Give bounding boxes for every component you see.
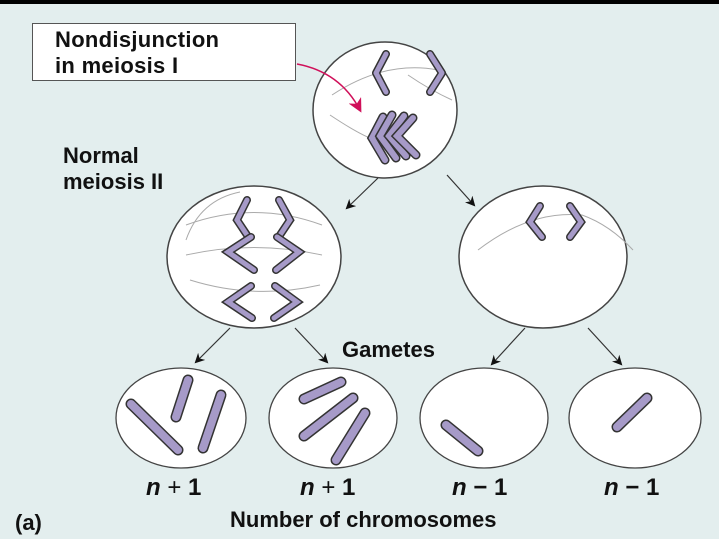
gamete-cell-3 (419, 367, 549, 469)
count-num: 1 (646, 474, 660, 501)
nondisjunction-label-box: Nondisjunction in meiosis I (32, 23, 296, 81)
count-op: + (167, 474, 182, 501)
top-border (0, 0, 719, 4)
normal-line-1: Normal (63, 143, 139, 168)
gamete-cell-2 (268, 367, 398, 469)
count-num: 1 (494, 474, 508, 501)
chromosome-pair (525, 202, 586, 241)
figure-label: (a) (15, 510, 42, 535)
count-op: + (321, 474, 336, 501)
normal-line-2: meiosis II (63, 169, 164, 194)
gamete-count-1: n + 1 (146, 474, 201, 502)
count-var: n (452, 474, 467, 501)
arrow-icon (194, 327, 231, 364)
count-var: n (604, 474, 619, 501)
count-num: 1 (342, 474, 356, 501)
meiosis-II-left-cell (166, 185, 342, 329)
gametes-label: Gametes (342, 337, 435, 362)
arrow-icon (587, 327, 623, 366)
gamete-count-4: n − 1 (604, 474, 659, 502)
arrow-icon (446, 174, 476, 207)
chromosome-number-label: Number of chromosomes (230, 507, 497, 532)
nondisjoined-chromosomes (366, 110, 421, 165)
arrow-icon (294, 327, 329, 364)
count-var: n (300, 474, 315, 501)
count-num: 1 (188, 474, 202, 501)
meiosis-I-cell (312, 41, 458, 179)
label-line-1: Nondisjunction (55, 27, 220, 52)
label-line-2: in meiosis I (55, 53, 179, 78)
normal-meiosis-label: Normal meiosis II (63, 143, 163, 195)
chromosome-set (220, 196, 306, 322)
count-var: n (146, 474, 161, 501)
arrow-icon (345, 177, 379, 210)
count-op: − (625, 474, 640, 501)
arrow-icon (490, 327, 526, 366)
gamete-count-3: n − 1 (452, 474, 507, 502)
chromosome-pair (372, 50, 446, 96)
meiosis-II-right-cell (458, 185, 634, 329)
gamete-cell-4 (568, 367, 702, 469)
count-op: − (473, 474, 488, 501)
pointer-arrow-icon (296, 63, 362, 113)
gamete-count-2: n + 1 (300, 474, 355, 502)
gamete-cell-1 (115, 367, 247, 469)
